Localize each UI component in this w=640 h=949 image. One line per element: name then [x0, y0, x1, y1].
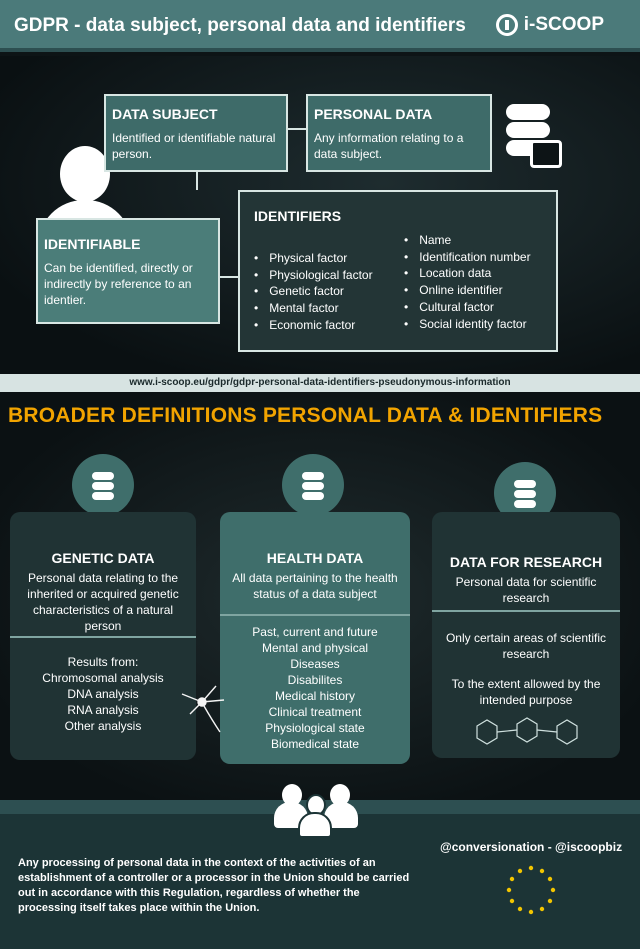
- list-item: Mental factor: [254, 300, 404, 317]
- genetic-data-heading: GENETIC DATA: [51, 550, 155, 566]
- list-item: Biomedical state: [270, 737, 360, 751]
- research-data-card: DATA FOR RESEARCH Personal data for scie…: [432, 512, 620, 758]
- personal-data-text: Any information relating to a data subje…: [314, 131, 464, 161]
- header-bar: GDPR - data subject, personal data and i…: [0, 0, 640, 52]
- list-item: Chromosomal analysis: [42, 671, 164, 685]
- connector-line: [288, 128, 306, 130]
- identifiers-box: IDENTIFIERS Physical factor Physiologica…: [238, 190, 558, 352]
- personal-data-heading: PERSONAL DATA: [314, 106, 433, 122]
- genetic-data-desc: Personal data relating to the inherited …: [27, 571, 179, 633]
- list-item: Economic factor: [254, 317, 404, 334]
- identifiers-list-1: Physical factor Physiological factor Gen…: [254, 250, 404, 334]
- definitions-diagram: DATA SUBJECT Identified or identifiable …: [0, 56, 640, 374]
- research-note-1: Only certain areas of scientific researc…: [445, 631, 607, 661]
- data-subject-box: DATA SUBJECT Identified or identifiable …: [104, 94, 288, 172]
- identifiable-box: IDENTIFIABLE Can be identified, directly…: [36, 218, 220, 324]
- list-item: Mental and physical: [261, 641, 369, 655]
- source-url[interactable]: www.i-scoop.eu/gdpr/gdpr-personal-data-i…: [0, 374, 640, 392]
- list-item: Disabilites: [287, 673, 343, 687]
- list-item: Physical factor: [254, 250, 404, 267]
- list-item: Diseases: [290, 657, 340, 671]
- list-item: Online identifier: [404, 282, 531, 299]
- eu-flag-icon: [506, 865, 556, 915]
- list-item: Identification number: [404, 249, 530, 266]
- list-item: Cultural factor: [404, 299, 531, 316]
- chemical-structure-icon: [476, 717, 578, 745]
- list-item: Medical history: [274, 689, 356, 703]
- health-data-desc: All data pertaining to the health status…: [232, 571, 398, 601]
- list-item: Physiological factor: [254, 267, 404, 284]
- data-subject-text: Identified or identifiable natural perso…: [112, 131, 276, 161]
- section-title: BROADER DEFINITIONS PERSONAL DATA & IDEN…: [8, 404, 603, 427]
- genetic-results-label: Results from:: [67, 655, 139, 669]
- health-data-card: HEALTH DATA All data pertaining to the h…: [220, 512, 410, 764]
- logo-icon: [495, 14, 518, 36]
- list-item: Clinical treatment: [268, 705, 362, 719]
- list-item: Physiological state: [265, 721, 365, 735]
- research-data-heading: DATA FOR RESEARCH: [449, 554, 603, 570]
- research-note-2: To the extent allowed by the intended pu…: [451, 677, 601, 707]
- identifiers-heading: IDENTIFIERS: [254, 208, 342, 224]
- brand-name: i-SCOOP: [523, 14, 604, 35]
- list-item: Other analysis: [64, 719, 142, 733]
- health-database-icon: [282, 454, 344, 516]
- identifiers-list-2: Name Identification number Location data…: [404, 232, 531, 334]
- list-item: Past, current and future: [252, 625, 378, 639]
- social-handles: @conversionation - @iscoopbiz: [440, 840, 623, 854]
- page-title: GDPR - data subject, personal data and i…: [14, 15, 466, 36]
- neuron-icon: [181, 685, 225, 733]
- identifiable-heading: IDENTIFIABLE: [44, 236, 141, 252]
- list-item: Genetic factor: [254, 283, 404, 300]
- connector-line: [220, 276, 238, 278]
- research-data-desc: Personal data for scientific research: [455, 575, 597, 605]
- personal-data-box: PERSONAL DATA Any information relating t…: [306, 94, 492, 172]
- connector-line: [196, 172, 198, 190]
- identifiable-text: Can be identified, directly or indirectl…: [44, 261, 193, 307]
- genetic-data-card: GENETIC DATA Personal data relating to t…: [10, 512, 196, 760]
- list-item: DNA analysis: [67, 687, 139, 701]
- list-item: Name: [404, 232, 531, 249]
- brand-logo: i-SCOOP: [495, 14, 604, 36]
- list-item: RNA analysis: [67, 703, 139, 717]
- genetic-database-icon: [72, 454, 134, 516]
- list-item: Location data: [404, 265, 531, 282]
- health-data-heading: HEALTH DATA: [266, 550, 364, 566]
- data-subject-heading: DATA SUBJECT: [112, 106, 218, 122]
- database-lock-icon: [506, 104, 562, 168]
- list-item: Social identity factor: [404, 316, 531, 333]
- group-icon: [274, 780, 358, 840]
- legal-text: Any processing of personal data in the c…: [18, 857, 410, 914]
